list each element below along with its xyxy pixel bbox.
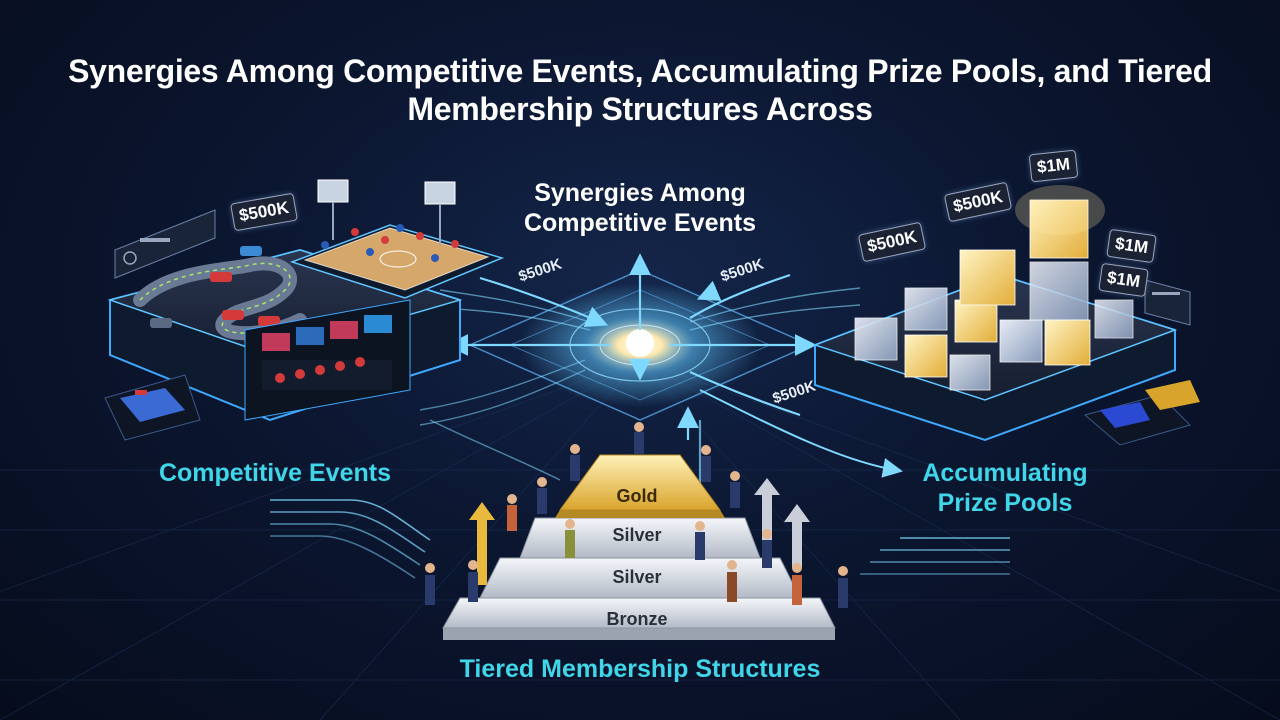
tier-silver-upper-label: Silver [612, 525, 662, 545]
growth-arrows [469, 478, 810, 585]
prize-pools-label: Accumulating Prize Pools [922, 459, 1088, 517]
police-car [104, 374, 201, 441]
tier-gold-label: Gold [616, 486, 658, 506]
basketball-court [289, 179, 505, 299]
info-panel-left [114, 209, 216, 279]
page-title: Synergies Among Competitive Events, Accu… [68, 53, 1212, 127]
prize-tag-cube-top: $1M [1028, 149, 1079, 183]
members [425, 422, 848, 608]
flow-arrows [270, 253, 1010, 579]
race-cars-right [1083, 380, 1200, 446]
center-label: Synergies Among Competitive Events [523, 179, 756, 237]
prize-platform [812, 185, 1178, 442]
info-panel-right [1144, 279, 1191, 326]
tier-bronze-label: Bronze [606, 609, 668, 629]
tiers-label: Tiered Membership Structures [459, 655, 821, 683]
events-label: Competitive Events [158, 459, 391, 487]
tier-silver-lower-label: Silver [612, 567, 662, 587]
